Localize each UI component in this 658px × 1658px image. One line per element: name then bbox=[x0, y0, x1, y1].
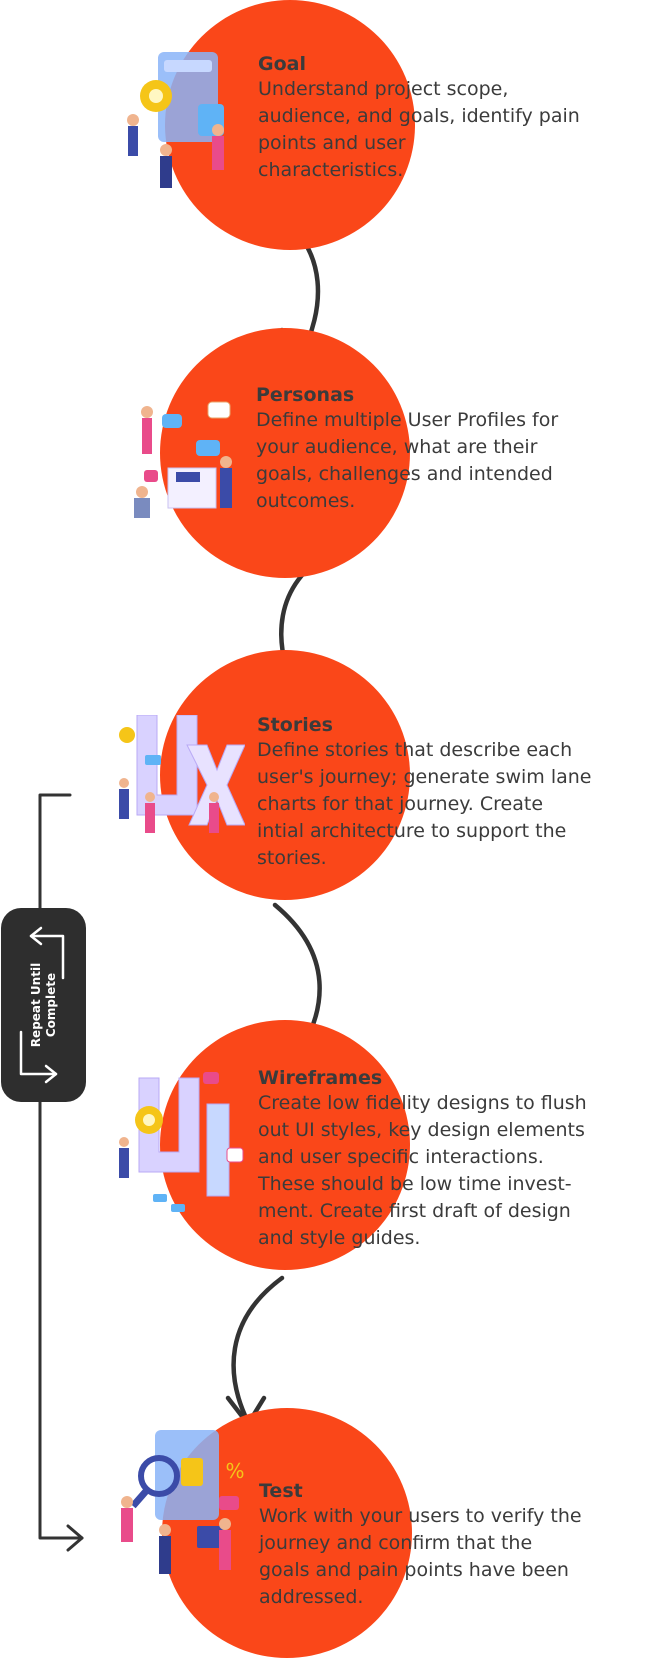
step-wireframes-circle bbox=[160, 1020, 410, 1270]
team-gear-dashboard-illustration bbox=[127, 52, 224, 188]
magnifier-analytics-illustration: % bbox=[121, 1430, 245, 1574]
flow-arrow-4 bbox=[231, 1275, 285, 1425]
repeat-until-complete-box: Repeat Until Complete bbox=[1, 908, 86, 1102]
step-wireframes-desc: Create low fidelity designs to flush out… bbox=[258, 1092, 587, 1249]
loop-arrows-icon bbox=[19, 926, 65, 1084]
step-stories-desc: Define stories that describe each user's… bbox=[257, 739, 592, 869]
repeat-loop-line bbox=[38, 793, 84, 1540]
step-wireframes-title: Wireframes bbox=[258, 1067, 383, 1089]
ux-letters-illustration bbox=[119, 715, 245, 833]
step-goal-desc: Understand project scope, audience, and … bbox=[258, 78, 580, 181]
repeat-until-complete-label: Repeat Until Complete bbox=[28, 962, 58, 1048]
step-test-text: Test Work with your users to verify the … bbox=[259, 1479, 658, 1611]
step-wireframes-text: Wireframes Create low fidelity designs t… bbox=[258, 1066, 658, 1252]
step-stories-title: Stories bbox=[257, 714, 333, 736]
repeat-loop-arrowhead bbox=[66, 1524, 84, 1552]
step-personas-text: Personas Define multiple User Profiles f… bbox=[256, 383, 656, 515]
step-stories-text: Stories Define stories that describe eac… bbox=[257, 713, 657, 872]
ui-letters-illustration bbox=[119, 1072, 244, 1212]
step-test-title: Test bbox=[259, 1480, 303, 1502]
step-personas-desc: Define multiple User Profiles for your a… bbox=[256, 409, 559, 512]
step-test-desc: Work with your users to verify the journ… bbox=[259, 1505, 582, 1608]
chat-bubbles-people-illustration bbox=[134, 401, 232, 518]
step-goal-title: Goal bbox=[258, 53, 306, 75]
svg-text:%: % bbox=[225, 1459, 244, 1483]
step-goal-text: Goal Understand project scope, audience,… bbox=[258, 52, 658, 184]
step-personas-title: Personas bbox=[256, 384, 355, 406]
